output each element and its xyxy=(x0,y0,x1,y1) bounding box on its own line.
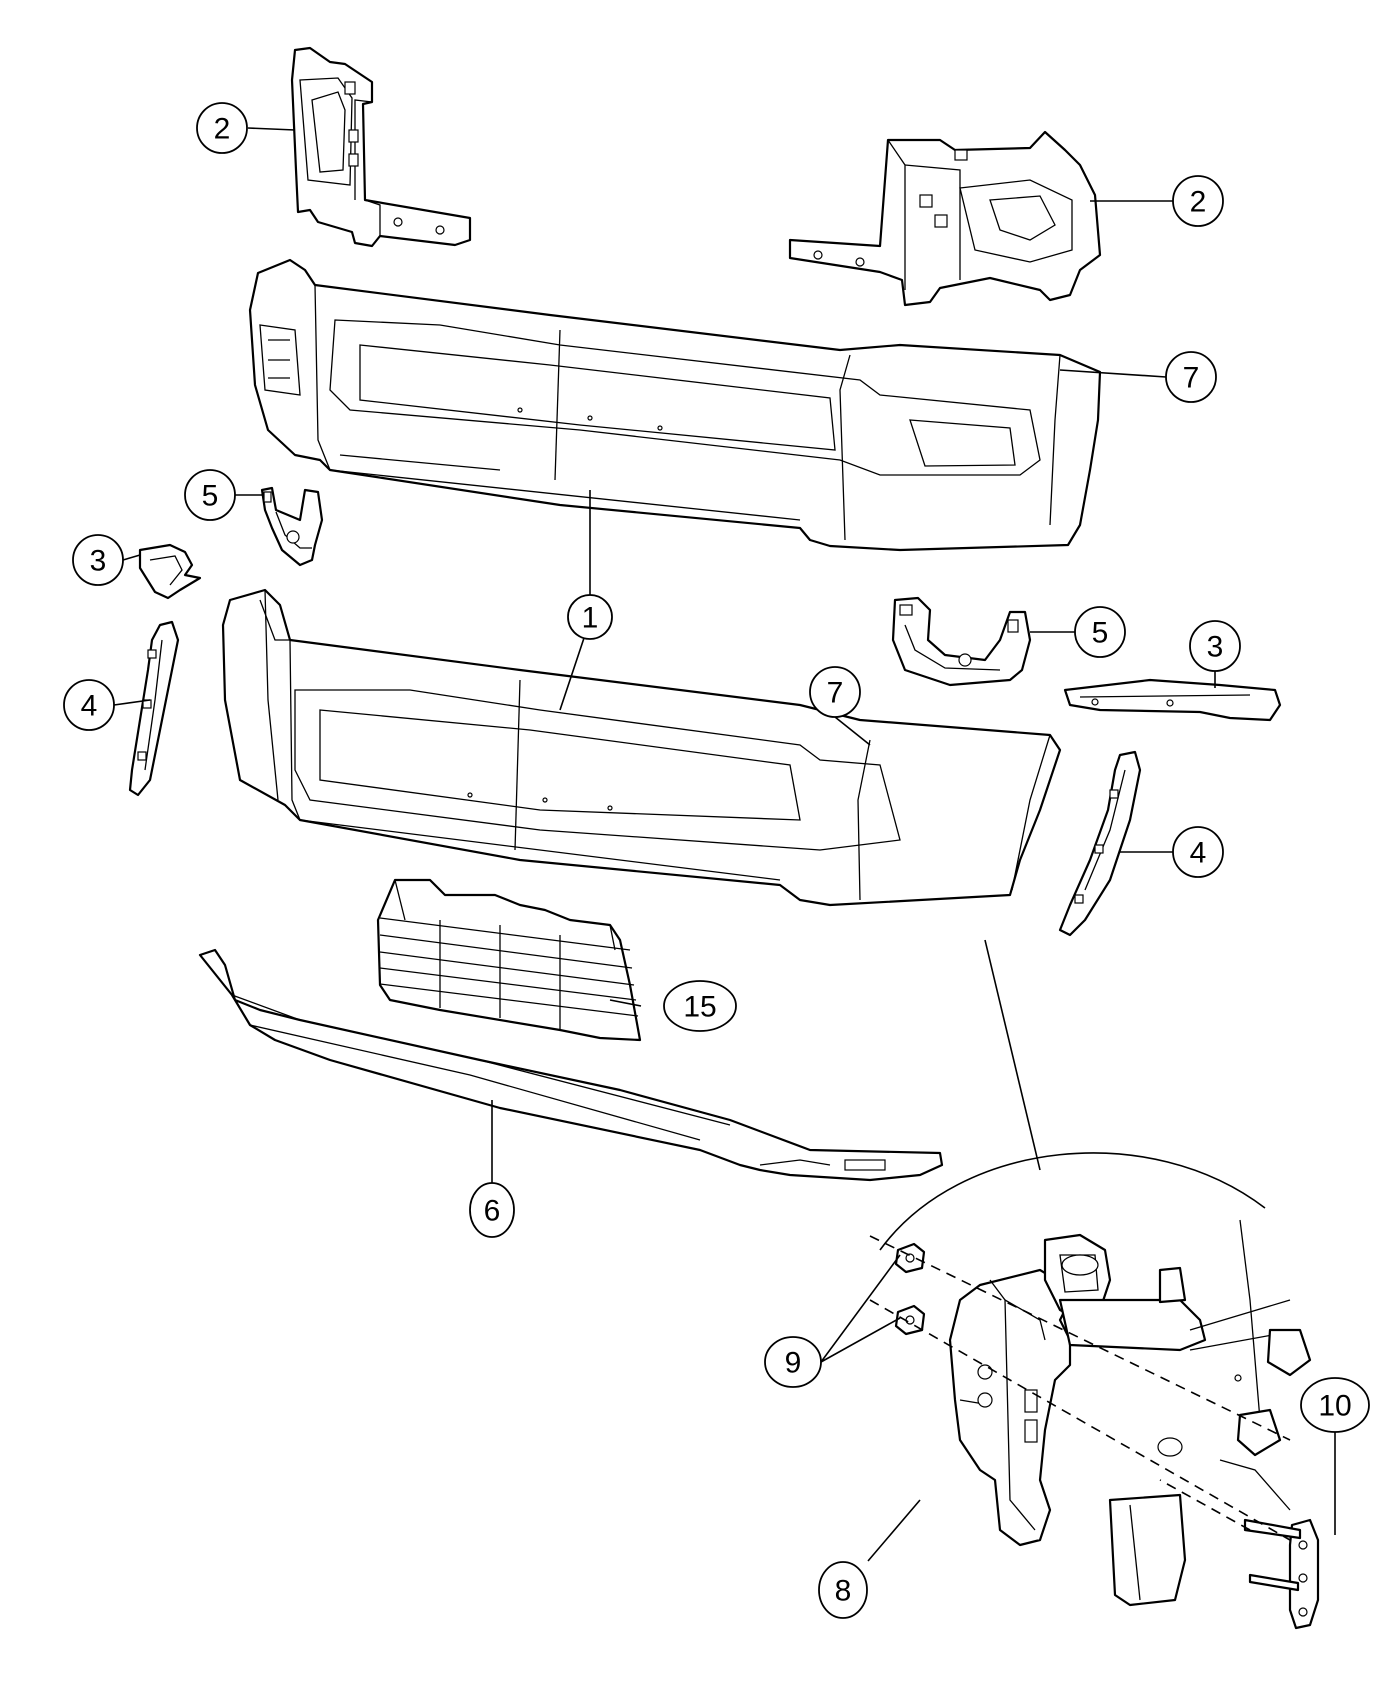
callout-4-left-label: 4 xyxy=(81,690,98,723)
bumper-bracket-left-part xyxy=(260,486,324,567)
callout-5-left-label: 5 xyxy=(202,480,219,513)
callout-6: 6 xyxy=(469,1182,515,1238)
support-right-part xyxy=(1058,750,1142,937)
callout-6-label: 6 xyxy=(484,1195,501,1228)
callout-7-lower: 7 xyxy=(809,666,861,718)
callout-4-left: 4 xyxy=(63,679,115,731)
fastener-path-lower xyxy=(869,1299,1291,1541)
tow-hook-bracket-part xyxy=(948,1268,1072,1547)
bumper-bracket-right-part xyxy=(891,596,1032,687)
callout-9: 9 xyxy=(764,1336,822,1388)
callout-2-right-label: 2 xyxy=(1190,186,1207,219)
frame-rail xyxy=(1043,1219,1312,1607)
upper-bumper-part xyxy=(248,258,1102,552)
callout-1-label: 1 xyxy=(582,602,599,635)
detail-view-arc xyxy=(879,1152,1266,1251)
air-dam-part xyxy=(198,948,944,1182)
callout-3-left-label: 3 xyxy=(90,545,107,578)
callout-8: 8 xyxy=(818,1561,868,1619)
lower-bumper-part xyxy=(221,588,1062,907)
callout-7-upper-label: 7 xyxy=(1183,362,1200,395)
callout-5-right-label: 5 xyxy=(1092,617,1109,650)
callout-10-label: 10 xyxy=(1318,1390,1351,1423)
callout-2-left-label: 2 xyxy=(214,113,231,146)
bumper-end-cap-left-part xyxy=(138,543,202,600)
grille-insert-part xyxy=(376,878,642,1042)
callout-5-right: 5 xyxy=(1074,606,1126,658)
bolt-part xyxy=(1243,1518,1320,1630)
bracket-left-part xyxy=(290,46,472,248)
callout-2-left: 2 xyxy=(196,102,248,154)
callout-7-lower-label: 7 xyxy=(827,677,844,710)
callout-3-right-label: 3 xyxy=(1207,631,1224,664)
bracket-right-part xyxy=(788,130,1102,307)
callout-3-right: 3 xyxy=(1189,620,1241,672)
detail-view-leader xyxy=(984,939,1041,1171)
callout-10: 10 xyxy=(1300,1377,1370,1433)
callout-4-right-label: 4 xyxy=(1190,837,1207,870)
fastener-path-bolt xyxy=(1159,1479,1251,1531)
callout-8-label: 8 xyxy=(835,1575,852,1608)
callout-3-left: 3 xyxy=(72,534,124,586)
bumper-end-cap-right-part xyxy=(1063,678,1282,722)
callout-7-upper: 7 xyxy=(1165,351,1217,403)
callout-9-label: 9 xyxy=(785,1347,802,1380)
callout-4-right: 4 xyxy=(1172,826,1224,878)
callout-2-right: 2 xyxy=(1172,175,1224,227)
support-left-part xyxy=(128,620,180,797)
callout-15-label: 15 xyxy=(683,991,716,1024)
callout-1: 1 xyxy=(567,594,613,640)
leader-lines xyxy=(113,127,1336,1562)
nut-part xyxy=(894,1242,926,1336)
callout-5-left: 5 xyxy=(184,469,236,521)
fastener-path-upper xyxy=(869,1235,1291,1441)
callout-15: 15 xyxy=(663,980,737,1032)
